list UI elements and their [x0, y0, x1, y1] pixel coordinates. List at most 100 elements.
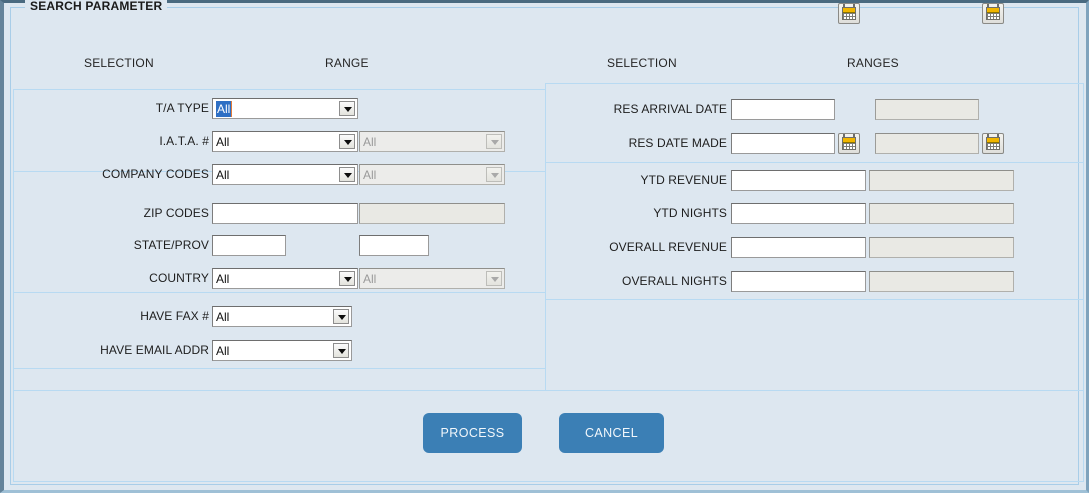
combo-country-to[interactable]: All: [359, 268, 505, 289]
label-state-prov: STATE/PROV: [133, 238, 209, 252]
calendar-grid: [843, 143, 855, 149]
calendar-icon-res-date-made-to[interactable]: [982, 133, 1004, 154]
combo-have-email-value: All: [216, 344, 230, 358]
combo-iata-from-value: All: [216, 135, 230, 149]
calendar-ring: [853, 134, 855, 138]
label-ytd-nights: YTD NIGHTS: [653, 206, 727, 220]
label-zip-codes: ZIP CODES: [143, 206, 209, 220]
combo-country-from-value: All: [216, 272, 230, 286]
input-zip-codes-to[interactable]: [359, 203, 505, 224]
input-zip-codes-from[interactable]: [212, 203, 358, 224]
groupbox-title: SEARCH PARAMETER: [25, 0, 168, 13]
calendar-header-bar: [987, 138, 999, 143]
input-overall-revenue-from[interactable]: [731, 237, 866, 258]
calendar-page: [986, 137, 1000, 150]
label-ta-type: T/A TYPE: [155, 101, 209, 115]
header-right-selection: SELECTION: [607, 56, 677, 70]
combo-iata-from[interactable]: All: [212, 131, 358, 152]
calendar-grid: [987, 13, 999, 19]
field-row-company-codes: COMPANY CODES: [4, 164, 209, 185]
cancel-button[interactable]: CANCEL: [559, 413, 664, 453]
combo-iata-to[interactable]: All: [359, 131, 505, 152]
calendar-ring: [843, 4, 845, 8]
label-overall-revenue: OVERALL REVENUE: [609, 240, 727, 254]
chevron-down-icon[interactable]: [486, 167, 502, 182]
field-row-have-email: HAVE EMAIL ADDR: [4, 340, 209, 361]
calendar-grid: [843, 13, 855, 19]
input-state-prov-from[interactable]: [212, 235, 286, 256]
label-overall-nights: OVERALL NIGHTS: [622, 274, 727, 288]
header-left-range: RANGE: [325, 56, 369, 70]
field-row-zip-codes: ZIP CODES: [4, 203, 209, 224]
chevron-down-icon[interactable]: [339, 167, 355, 182]
field-row-iata: I.A.T.A. #: [4, 131, 209, 152]
calendar-page: [842, 7, 856, 20]
calendar-header-bar: [987, 8, 999, 13]
label-have-email: HAVE EMAIL ADDR: [100, 343, 209, 357]
calendar-ring: [987, 134, 989, 138]
combo-ta-type[interactable]: All: [212, 98, 358, 119]
combo-company-codes-to-value: All: [363, 168, 377, 182]
input-ytd-revenue-to[interactable]: [869, 170, 1014, 191]
input-state-prov-to[interactable]: [359, 235, 429, 256]
label-country: COUNTRY: [149, 271, 209, 285]
input-ytd-revenue-from[interactable]: [731, 170, 866, 191]
input-ytd-nights-to[interactable]: [869, 203, 1014, 224]
field-row-ta-type: T/A TYPE: [4, 98, 209, 119]
combo-ta-type-value: All: [216, 101, 232, 117]
calendar-ring: [997, 4, 999, 8]
input-overall-nights-to[interactable]: [869, 271, 1014, 292]
chevron-down-icon[interactable]: [486, 134, 502, 149]
combo-have-fax-value: All: [216, 310, 230, 324]
field-row-country: COUNTRY: [4, 268, 209, 289]
input-res-arrival-date-to[interactable]: [875, 99, 979, 120]
combo-company-codes-from[interactable]: All: [212, 164, 358, 185]
input-overall-nights-from[interactable]: [731, 271, 866, 292]
combo-iata-to-value: All: [363, 135, 377, 149]
chevron-down-icon[interactable]: [339, 271, 355, 286]
input-res-arrival-date-from[interactable]: [731, 99, 835, 120]
field-row-state-prov: STATE/PROV: [4, 235, 209, 256]
chevron-down-icon[interactable]: [333, 343, 349, 358]
combo-company-codes-from-value: All: [216, 168, 230, 182]
field-row-have-fax: HAVE FAX #: [4, 306, 209, 327]
combo-country-from[interactable]: All: [212, 268, 358, 289]
left-section-spacer: [13, 368, 546, 391]
calendar-ring: [987, 4, 989, 8]
field-row-res-arrival-date: RES ARRIVAL DATE: [544, 99, 727, 120]
calendar-page: [986, 7, 1000, 20]
label-ytd-revenue: YTD REVENUE: [640, 173, 727, 187]
chevron-down-icon[interactable]: [486, 271, 502, 286]
input-res-date-made-from[interactable]: [731, 133, 835, 154]
input-overall-revenue-to[interactable]: [869, 237, 1014, 258]
calendar-page: [842, 137, 856, 150]
calendar-icon-res-arrival-date-to[interactable]: [982, 3, 1004, 24]
calendar-grid: [987, 143, 999, 149]
chevron-down-icon[interactable]: [333, 309, 349, 324]
combo-company-codes-to[interactable]: All: [359, 164, 505, 185]
button-bar-panel: [13, 390, 1084, 482]
calendar-icon-res-arrival-date-from[interactable]: [838, 3, 860, 24]
combo-country-to-value: All: [363, 272, 377, 286]
combo-have-email[interactable]: All: [212, 340, 352, 361]
calendar-ring: [843, 134, 845, 138]
field-row-overall-revenue: OVERALL REVENUE: [544, 237, 727, 258]
right-section-spacer: [545, 299, 1084, 391]
field-row-overall-nights: OVERALL NIGHTS: [544, 271, 727, 292]
label-res-arrival-date: RES ARRIVAL DATE: [613, 102, 727, 116]
calendar-ring: [997, 134, 999, 138]
process-button[interactable]: PROCESS: [423, 413, 522, 453]
label-have-fax: HAVE FAX #: [140, 309, 209, 323]
calendar-icon-res-date-made-from[interactable]: [838, 133, 860, 154]
input-ytd-nights-from[interactable]: [731, 203, 866, 224]
combo-have-fax[interactable]: All: [212, 306, 352, 327]
calendar-header-bar: [843, 138, 855, 143]
chevron-down-icon[interactable]: [339, 134, 355, 149]
header-right-ranges: RANGES: [847, 56, 899, 70]
field-row-ytd-nights: YTD NIGHTS: [544, 203, 727, 224]
input-res-date-made-to[interactable]: [875, 133, 979, 154]
chevron-down-icon[interactable]: [339, 101, 355, 116]
field-row-ytd-revenue: YTD REVENUE: [544, 170, 727, 191]
header-left-selection: SELECTION: [84, 56, 154, 70]
